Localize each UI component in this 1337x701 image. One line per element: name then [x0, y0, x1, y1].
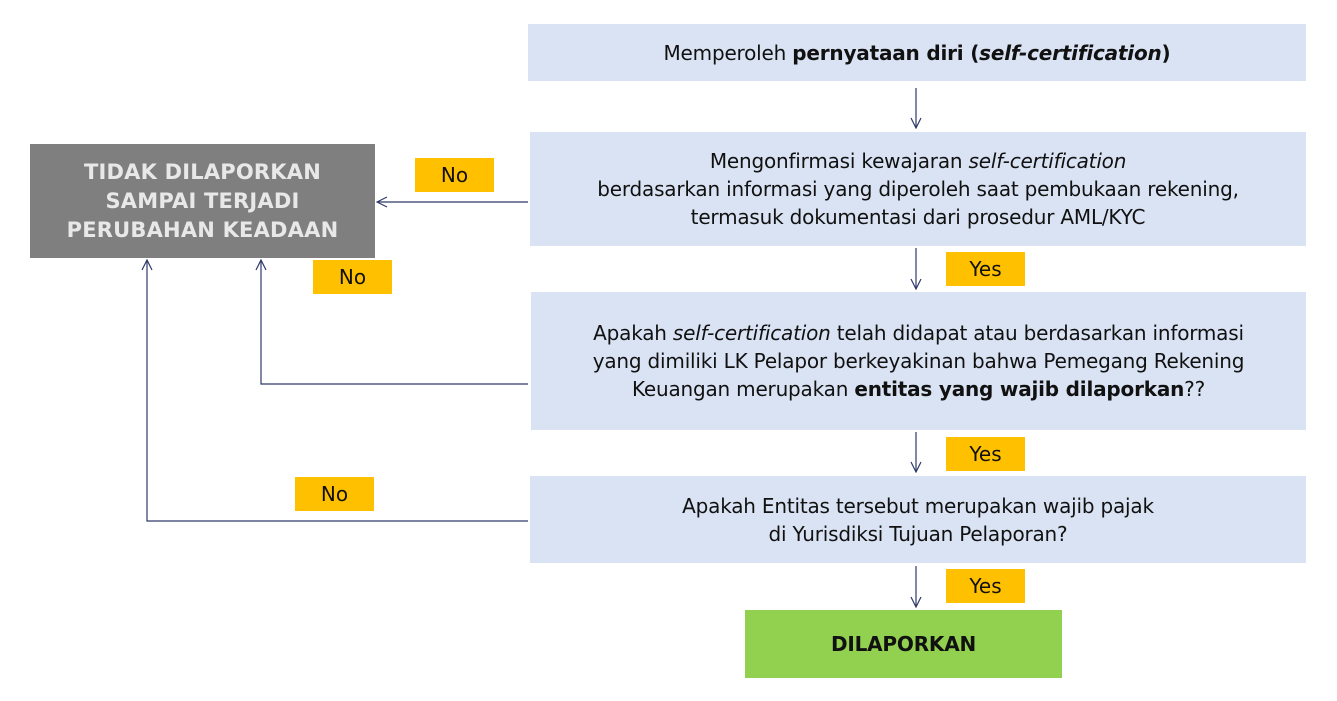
step-taxpayer-jurisdiction-question: Apakah Entitas tersebut merupakan wajib … [530, 476, 1306, 563]
yes-label-step4: Yes [946, 569, 1025, 603]
step3-text-b: telah didapat atau berdasarkan informasi [830, 321, 1244, 345]
not-reported-line2: SAMPAI TERJADI [105, 188, 300, 213]
step2-text: Mengonfirmasi kewajaran [709, 149, 969, 173]
step1-bold-italic-text: self-certification [979, 40, 1162, 65]
arrow-step3-no [261, 260, 528, 385]
no-label-step4: No [295, 477, 374, 511]
outcome-reported: DILAPORKAN [745, 610, 1062, 678]
step-confirm-reasonableness: Mengonfirmasi kewajaran self-certificati… [530, 132, 1306, 246]
step3-line3-a: Keuangan merupakan [631, 377, 855, 401]
yes-label-step3: Yes [946, 437, 1025, 471]
step-obtain-self-certification: Memperoleh pernyataan diri (self-certifi… [528, 24, 1306, 81]
step1-text: Memperoleh [663, 40, 793, 65]
step-reportable-entity-question: Apakah self-certification telah didapat … [531, 292, 1306, 430]
step3-line3-b: ?? [1184, 377, 1206, 401]
not-reported-line1: TIDAK DILAPORKAN [84, 159, 321, 184]
yes-label-step2: Yes [946, 252, 1025, 286]
step2-line3: termasuk dokumentasi dari prosedur AML/K… [690, 205, 1146, 229]
step2-italic-text: self-certification [968, 149, 1127, 173]
step4-line2: di Yurisdiksi Tujuan Pelaporan? [768, 521, 1068, 546]
step3-text-a: Apakah [593, 321, 673, 345]
step1-bold-text: pernyataan diri ( [792, 40, 980, 65]
not-reported-line3: PERUBAHAN KEADAAN [66, 217, 339, 242]
step2-line2: berdasarkan informasi yang diperoleh saa… [597, 177, 1239, 201]
no-label-step2: No [415, 158, 494, 192]
step3-italic-text: self-certification [672, 321, 831, 345]
outcome-not-reported: TIDAK DILAPORKAN SAMPAI TERJADI PERUBAHA… [30, 144, 375, 258]
step1-bold-close: ) [1161, 40, 1171, 65]
step3-line2: yang dimiliki LK Pelapor berkeyakinan ba… [592, 349, 1245, 373]
step3-bold-text: entitas yang wajib dilaporkan [854, 377, 1185, 401]
step4-line1: Apakah Entitas tersebut merupakan wajib … [682, 493, 1154, 518]
outcome-reported-label: DILAPORKAN [830, 632, 977, 656]
no-label-step3: No [313, 260, 392, 294]
